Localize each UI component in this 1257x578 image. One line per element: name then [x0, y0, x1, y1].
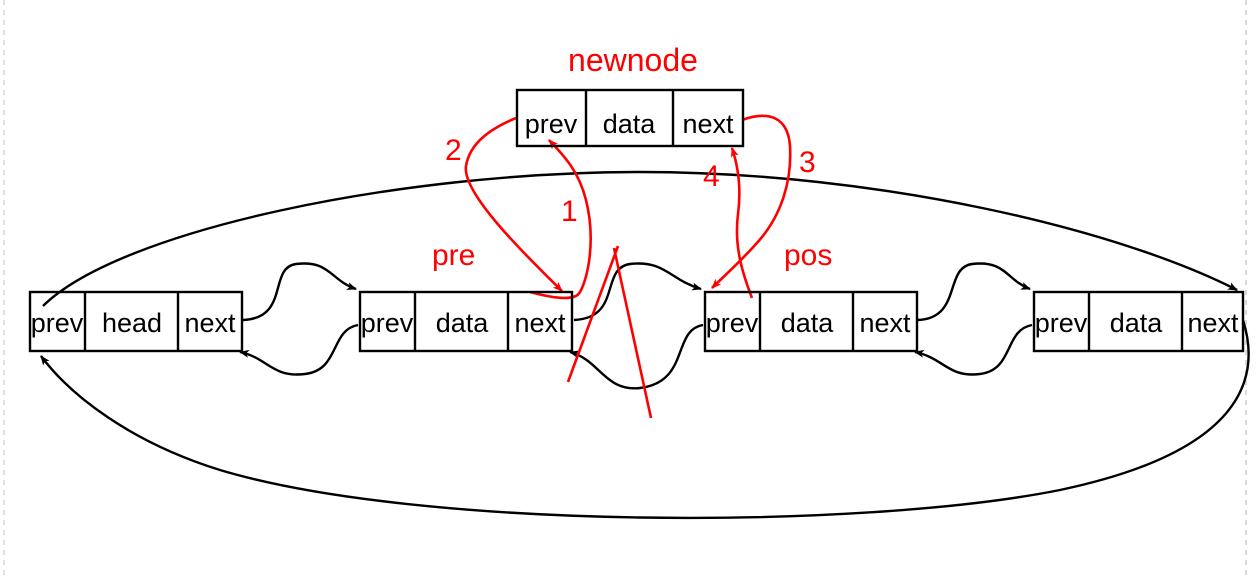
- pos-prev-label: prev: [706, 308, 759, 338]
- pre-prev-label: prev: [361, 308, 414, 338]
- newnode-data-label: data: [603, 109, 657, 139]
- link-pos-to-pre-prev: [569, 323, 704, 390]
- pos-next-label: next: [859, 308, 911, 338]
- node-pos[interactable]: prev data next: [703, 290, 919, 353]
- node-head[interactable]: prev head next: [28, 290, 244, 353]
- tail-prev-label: prev: [1035, 308, 1088, 338]
- step-number-1: 1: [561, 195, 578, 228]
- node-pre[interactable]: prev data next: [358, 290, 574, 353]
- link-tail-to-pos-prev: [914, 323, 1033, 376]
- node-newnode[interactable]: prev data next: [515, 88, 745, 148]
- node-tail[interactable]: prev data next: [1032, 290, 1245, 353]
- step-number-3: 3: [799, 146, 816, 179]
- step-number-4: 4: [703, 160, 720, 193]
- annotation-arrow-2: [464, 116, 563, 292]
- head-data-label: head: [102, 308, 162, 338]
- link-pos-to-tail-next: [917, 262, 1031, 322]
- head-prev-label: prev: [31, 308, 84, 338]
- annotation-arrow-1: [529, 139, 592, 300]
- broken-link-cross-icon: [566, 245, 653, 419]
- link-pre-to-head-prev: [239, 323, 359, 376]
- pos-data-label: data: [781, 308, 835, 338]
- pre-next-label: next: [514, 308, 566, 338]
- circular-link-top: [42, 170, 1238, 307]
- step-number-2: 2: [445, 134, 462, 167]
- annotation-arrow-4: [730, 147, 754, 299]
- pointer-label-pos: pos: [784, 239, 832, 272]
- newnode-prev-label: prev: [525, 109, 578, 139]
- tail-data-label: data: [1110, 308, 1164, 338]
- tail-next-label: next: [1187, 308, 1239, 338]
- head-next-label: next: [184, 308, 236, 338]
- link-head-to-pre-next: [242, 262, 357, 322]
- pre-data-label: data: [436, 308, 490, 338]
- newnode-title: newnode: [568, 42, 698, 78]
- newnode-next-label: next: [682, 109, 734, 139]
- pointer-label-pre: pre: [432, 239, 475, 272]
- link-pre-to-pos-next: [573, 262, 702, 322]
- annotation-arrow-3: [711, 114, 792, 289]
- circular-link-bottom: [40, 319, 1250, 520]
